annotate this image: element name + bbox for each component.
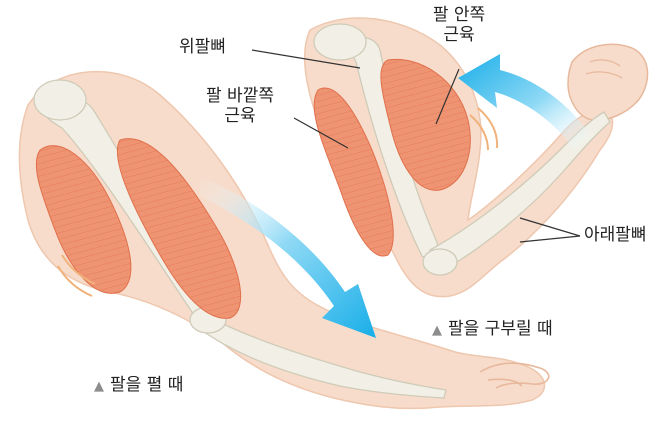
label-outer-muscle: 팔 바깥쪽 근육 [190,87,290,126]
bent-arm-fist [568,44,648,120]
triangle-icon: ▲ [94,379,104,394]
bent-elbow-joint [423,249,457,275]
caption-bending-text: 팔을 구부릴 때 [448,319,553,339]
caption-bending: ▲ 팔을 구부릴 때 [432,320,553,340]
bent-shoulder-joint [314,24,366,60]
triangle-icon: ▲ [432,323,442,338]
straight-shoulder-joint [34,80,86,120]
caption-straightening-text: 팔을 펼 때 [110,375,183,395]
label-forearm-bone: 아래팔뼈 [584,226,647,246]
caption-straightening: ▲ 팔을 펼 때 [94,376,183,396]
label-outer-muscle-line2: 근육 [190,107,290,127]
label-upper-arm-bone: 위팔뼈 [179,38,226,58]
label-inner-muscle-line2: 근육 [424,26,494,46]
label-inner-muscle: 팔 안쪽 근육 [424,6,494,45]
label-outer-muscle-line1: 팔 바깥쪽 [190,87,290,107]
label-inner-muscle-line1: 팔 안쪽 [424,6,494,26]
bent-arm [305,18,648,297]
